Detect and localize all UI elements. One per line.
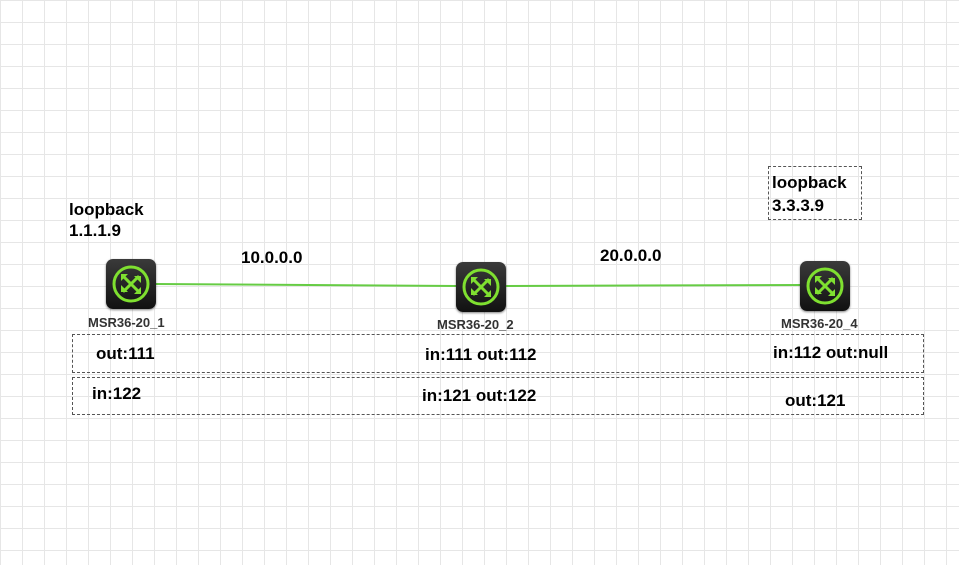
- link-r2-r4-network: 20.0.0.0: [600, 246, 662, 265]
- router-icon[interactable]: [106, 259, 156, 309]
- router-r2-name: MSR36-20_2: [437, 317, 514, 332]
- link-r1-r2-network: 10.0.0.0: [241, 248, 303, 267]
- label-row2-r2: in:121 out:122: [422, 386, 537, 405]
- label-row-2-box: [72, 377, 924, 415]
- loopback-r4-title: loopback: [772, 173, 847, 192]
- router-r4-name: MSR36-20_4: [781, 316, 858, 331]
- loopback-r1-title: loopback: [69, 200, 144, 219]
- label-row1-r4: in:112 out:null: [773, 343, 889, 362]
- label-row2-r1: in:122: [92, 384, 142, 403]
- label-row-1-box: [72, 334, 924, 373]
- link-r1-r2: [154, 283, 458, 287]
- loopback-r4-box: [768, 166, 862, 220]
- label-row1-r2: in:111 out:112: [425, 345, 537, 364]
- router-r1-name: MSR36-20_1: [88, 315, 165, 330]
- router-icon[interactable]: [456, 262, 506, 312]
- loopback-r1-ip: 1.1.1.9: [69, 221, 121, 240]
- router-icon[interactable]: [800, 261, 850, 311]
- loopback-r4-ip: 3.3.3.9: [772, 196, 824, 215]
- label-row2-r4: out:121: [785, 391, 846, 410]
- label-row1-r1: out:111: [96, 344, 155, 363]
- link-r2-r4: [504, 284, 802, 287]
